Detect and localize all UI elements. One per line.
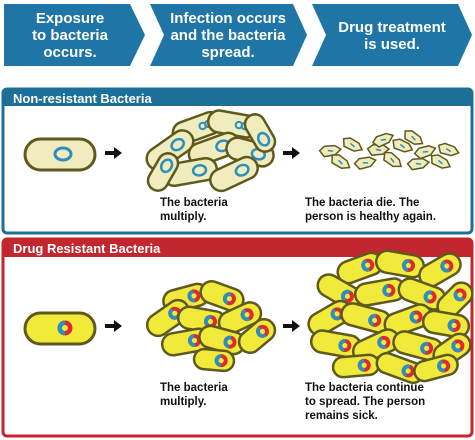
panel-nonresistant-title: Non-resistant Bacteria <box>13 91 152 106</box>
panel-resistant-header <box>3 239 472 257</box>
bacterium-icon <box>146 152 180 192</box>
bacterium-icon <box>237 317 277 355</box>
bacteria-fragment-icon <box>331 154 351 169</box>
bacteria-fragment-icon <box>353 156 377 170</box>
arrow-icon <box>283 147 300 159</box>
bacteria-fragment-icon <box>406 157 431 171</box>
arrow-icon <box>105 320 122 332</box>
step-1-text: Exposure to bacteria occurs. <box>32 10 108 61</box>
caption-resistant-spread: The bacteria continue to spread. The per… <box>305 382 426 422</box>
caption-nonresistant-multiply: The bacteria multiply. <box>160 197 228 223</box>
bacteria-fragment-icon <box>383 151 403 168</box>
bacteria-cluster-nonresistant <box>145 109 277 193</box>
bacterium-icon <box>331 353 381 379</box>
bacterium-icon <box>198 324 246 356</box>
bacterium-icon <box>392 330 444 362</box>
bacterium-icon <box>340 302 392 334</box>
arrow-icon <box>105 147 122 159</box>
bacteria-fragment-icon <box>437 142 460 157</box>
bacterium-icon <box>145 298 191 338</box>
bacteria-cluster-resistant-large <box>307 249 474 385</box>
bacterium-single-resistant <box>23 311 97 346</box>
bacterium-icon <box>309 329 363 359</box>
bacteria-fragment-icon <box>404 130 424 145</box>
bacterium-icon <box>192 347 236 373</box>
step-2-text: Infection occurs and the bacteria spread… <box>170 10 286 61</box>
bacterium-icon <box>421 309 471 339</box>
bacteria-fragment-icon <box>392 138 414 153</box>
step-arrow-3 <box>312 4 472 66</box>
bacterium-icon <box>353 277 407 307</box>
bacterium-icon <box>418 252 462 288</box>
panel-resistant-title: Drug Resistant Bacteria <box>13 241 161 256</box>
panel-nonresistant-header <box>3 89 472 106</box>
bacteria-fragment-icon <box>371 132 395 148</box>
bacterium-single-nonresistant <box>23 137 97 172</box>
bacterium-icon <box>209 155 259 193</box>
caption-nonresistant-die: The bacteria die. The person is healthy … <box>305 197 437 223</box>
bacterium-icon <box>243 113 277 153</box>
step-3-text: Drug treatment is used. <box>338 19 446 53</box>
step-arrow-1 <box>4 4 145 66</box>
bacteria-fragment-icon <box>318 144 343 158</box>
bacteria-fragment-icon <box>430 154 452 169</box>
arrow-icon <box>283 320 300 332</box>
bacterium-icon <box>413 353 459 383</box>
bacterium-icon <box>383 303 433 337</box>
step-arrow-2 <box>150 4 307 66</box>
bacterium-icon <box>199 279 245 313</box>
bacterium-icon <box>375 351 425 385</box>
bacterium-icon <box>217 301 263 335</box>
bacteria-fragment-icon <box>366 144 391 156</box>
caption-resistant-multiply: The bacteria multiply. <box>160 382 228 408</box>
bacteria-cluster-resistant-small <box>145 279 277 373</box>
dead-bacteria-fragments <box>318 130 460 171</box>
bacteria-fragment-icon <box>342 137 364 152</box>
